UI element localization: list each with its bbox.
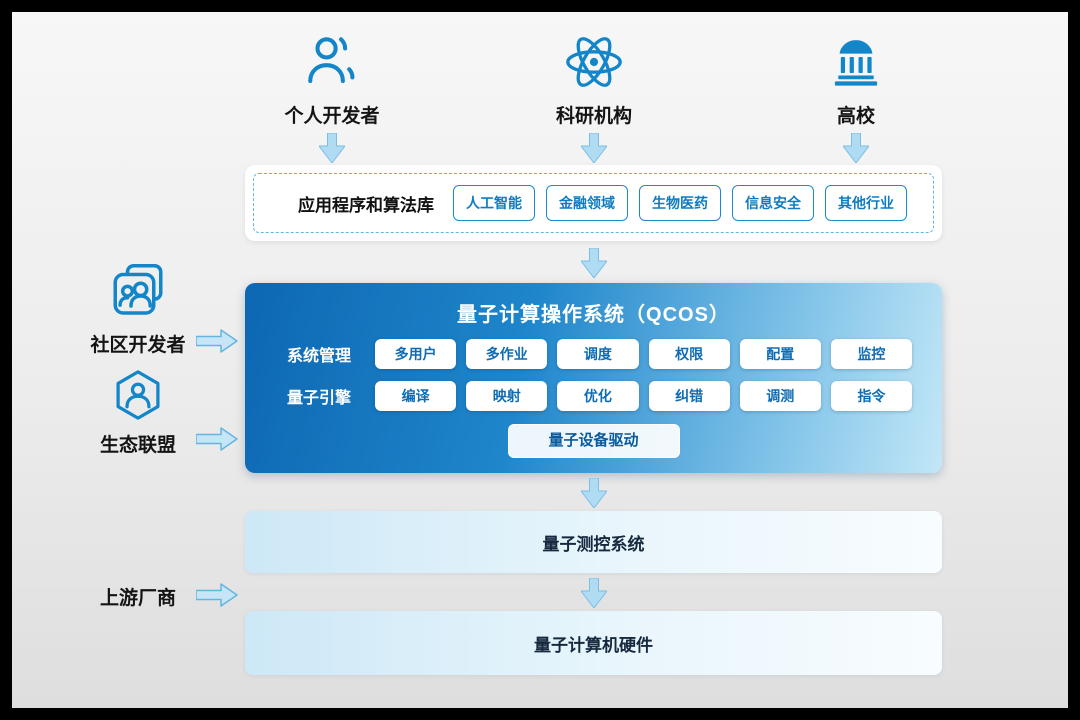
actor-label: 个人开发者 — [284, 106, 380, 127]
actor-individual-developers: 个人开发者 — [252, 30, 412, 128]
qcos-row-system-management: 系统管理 多用户 多作业 调度 权限 配置 监控 — [287, 339, 913, 369]
layer-label: 量子测控系统 — [542, 534, 645, 554]
actor-universities: 高校 — [776, 30, 936, 128]
qcos-chip-permissions: 权限 — [648, 339, 730, 369]
qcos-chip-compile: 编译 — [375, 381, 457, 411]
down-arrow-icon — [579, 132, 609, 168]
person-icon — [303, 30, 361, 94]
application-layer-inner: 应用程序和算法库 人工智能 金融领域 生物医药 信息安全 其他行业 — [253, 173, 934, 233]
right-arrow-icon — [195, 329, 238, 358]
qcos-chip-instructions: 指令 — [830, 381, 913, 411]
atom-icon — [563, 30, 625, 94]
quantum-device-driver-button: 量子设备驱动 — [507, 424, 680, 458]
diagram-background: 个人开发者 科研机构 — [12, 12, 1068, 708]
down-arrow-icon — [317, 132, 347, 168]
layer-hardware: 量子计算机硬件 — [245, 611, 942, 675]
qcos-row-quantum-engine: 量子引擎 编译 映射 优化 纠错 调测 指令 — [287, 381, 913, 411]
app-chip-infosec: 信息安全 — [732, 185, 814, 221]
actor-ecosystem-alliance: 生态联盟 — [62, 368, 214, 457]
actor-label: 生态联盟 — [99, 435, 176, 456]
app-chip-finance: 金融领域 — [546, 185, 628, 221]
qcos-chip-optimization: 优化 — [557, 381, 639, 411]
app-chip-other: 其他行业 — [825, 185, 907, 221]
qcos-chip-multiuser: 多用户 — [375, 339, 457, 369]
qcos-chip-multijob: 多作业 — [466, 339, 548, 369]
layer-label: 量子计算机硬件 — [534, 635, 653, 655]
actor-research-institutions: 科研机构 — [514, 30, 674, 128]
actor-label: 社区开发者 — [90, 335, 186, 356]
qcos-row-label: 量子引擎 — [287, 390, 352, 407]
app-chip-ai: 人工智能 — [453, 185, 535, 221]
qcos-panel: 量子计算操作系统（QCOS） 系统管理 多用户 多作业 调度 权限 配置 监控 … — [245, 283, 942, 473]
actor-label: 上游厂商 — [99, 588, 176, 609]
qcos-chip-mapping: 映射 — [466, 381, 548, 411]
qcos-chip-configuration: 配置 — [739, 339, 821, 369]
down-arrow-icon — [579, 247, 609, 283]
alliance-icon — [112, 368, 164, 422]
right-arrow-icon — [195, 583, 238, 612]
down-arrow-icon — [841, 132, 871, 168]
actor-community-developers: 社区开发者 — [62, 262, 214, 357]
university-icon — [829, 30, 883, 94]
community-icon — [110, 262, 166, 322]
qcos-title: 量子计算操作系统（QCOS） — [457, 304, 730, 326]
down-arrow-icon — [579, 477, 609, 513]
application-layer-panel: 应用程序和算法库 人工智能 金融领域 生物医药 信息安全 其他行业 — [245, 165, 942, 241]
qcos-chip-group: 编译 映射 优化 纠错 调测 指令 — [375, 381, 913, 411]
qcos-chip-debugging: 调测 — [739, 381, 821, 411]
application-layer-title: 应用程序和算法库 — [298, 195, 434, 215]
qcos-chip-monitoring: 监控 — [830, 339, 913, 369]
layer-measurement-control: 量子测控系统 — [245, 511, 942, 573]
qcos-chip-group: 多用户 多作业 调度 权限 配置 监控 — [375, 339, 913, 369]
right-arrow-icon — [195, 427, 238, 456]
qcos-row-label: 系统管理 — [287, 348, 352, 365]
down-arrow-icon — [579, 577, 609, 613]
qcos-chip-error-correction: 纠错 — [648, 381, 730, 411]
qcos-chip-scheduling: 调度 — [557, 339, 639, 369]
actor-upstream-vendors: 上游厂商 — [62, 583, 214, 610]
app-chip-biomedicine: 生物医药 — [639, 185, 721, 221]
actor-label: 高校 — [836, 106, 875, 127]
actor-label: 科研机构 — [555, 106, 632, 127]
